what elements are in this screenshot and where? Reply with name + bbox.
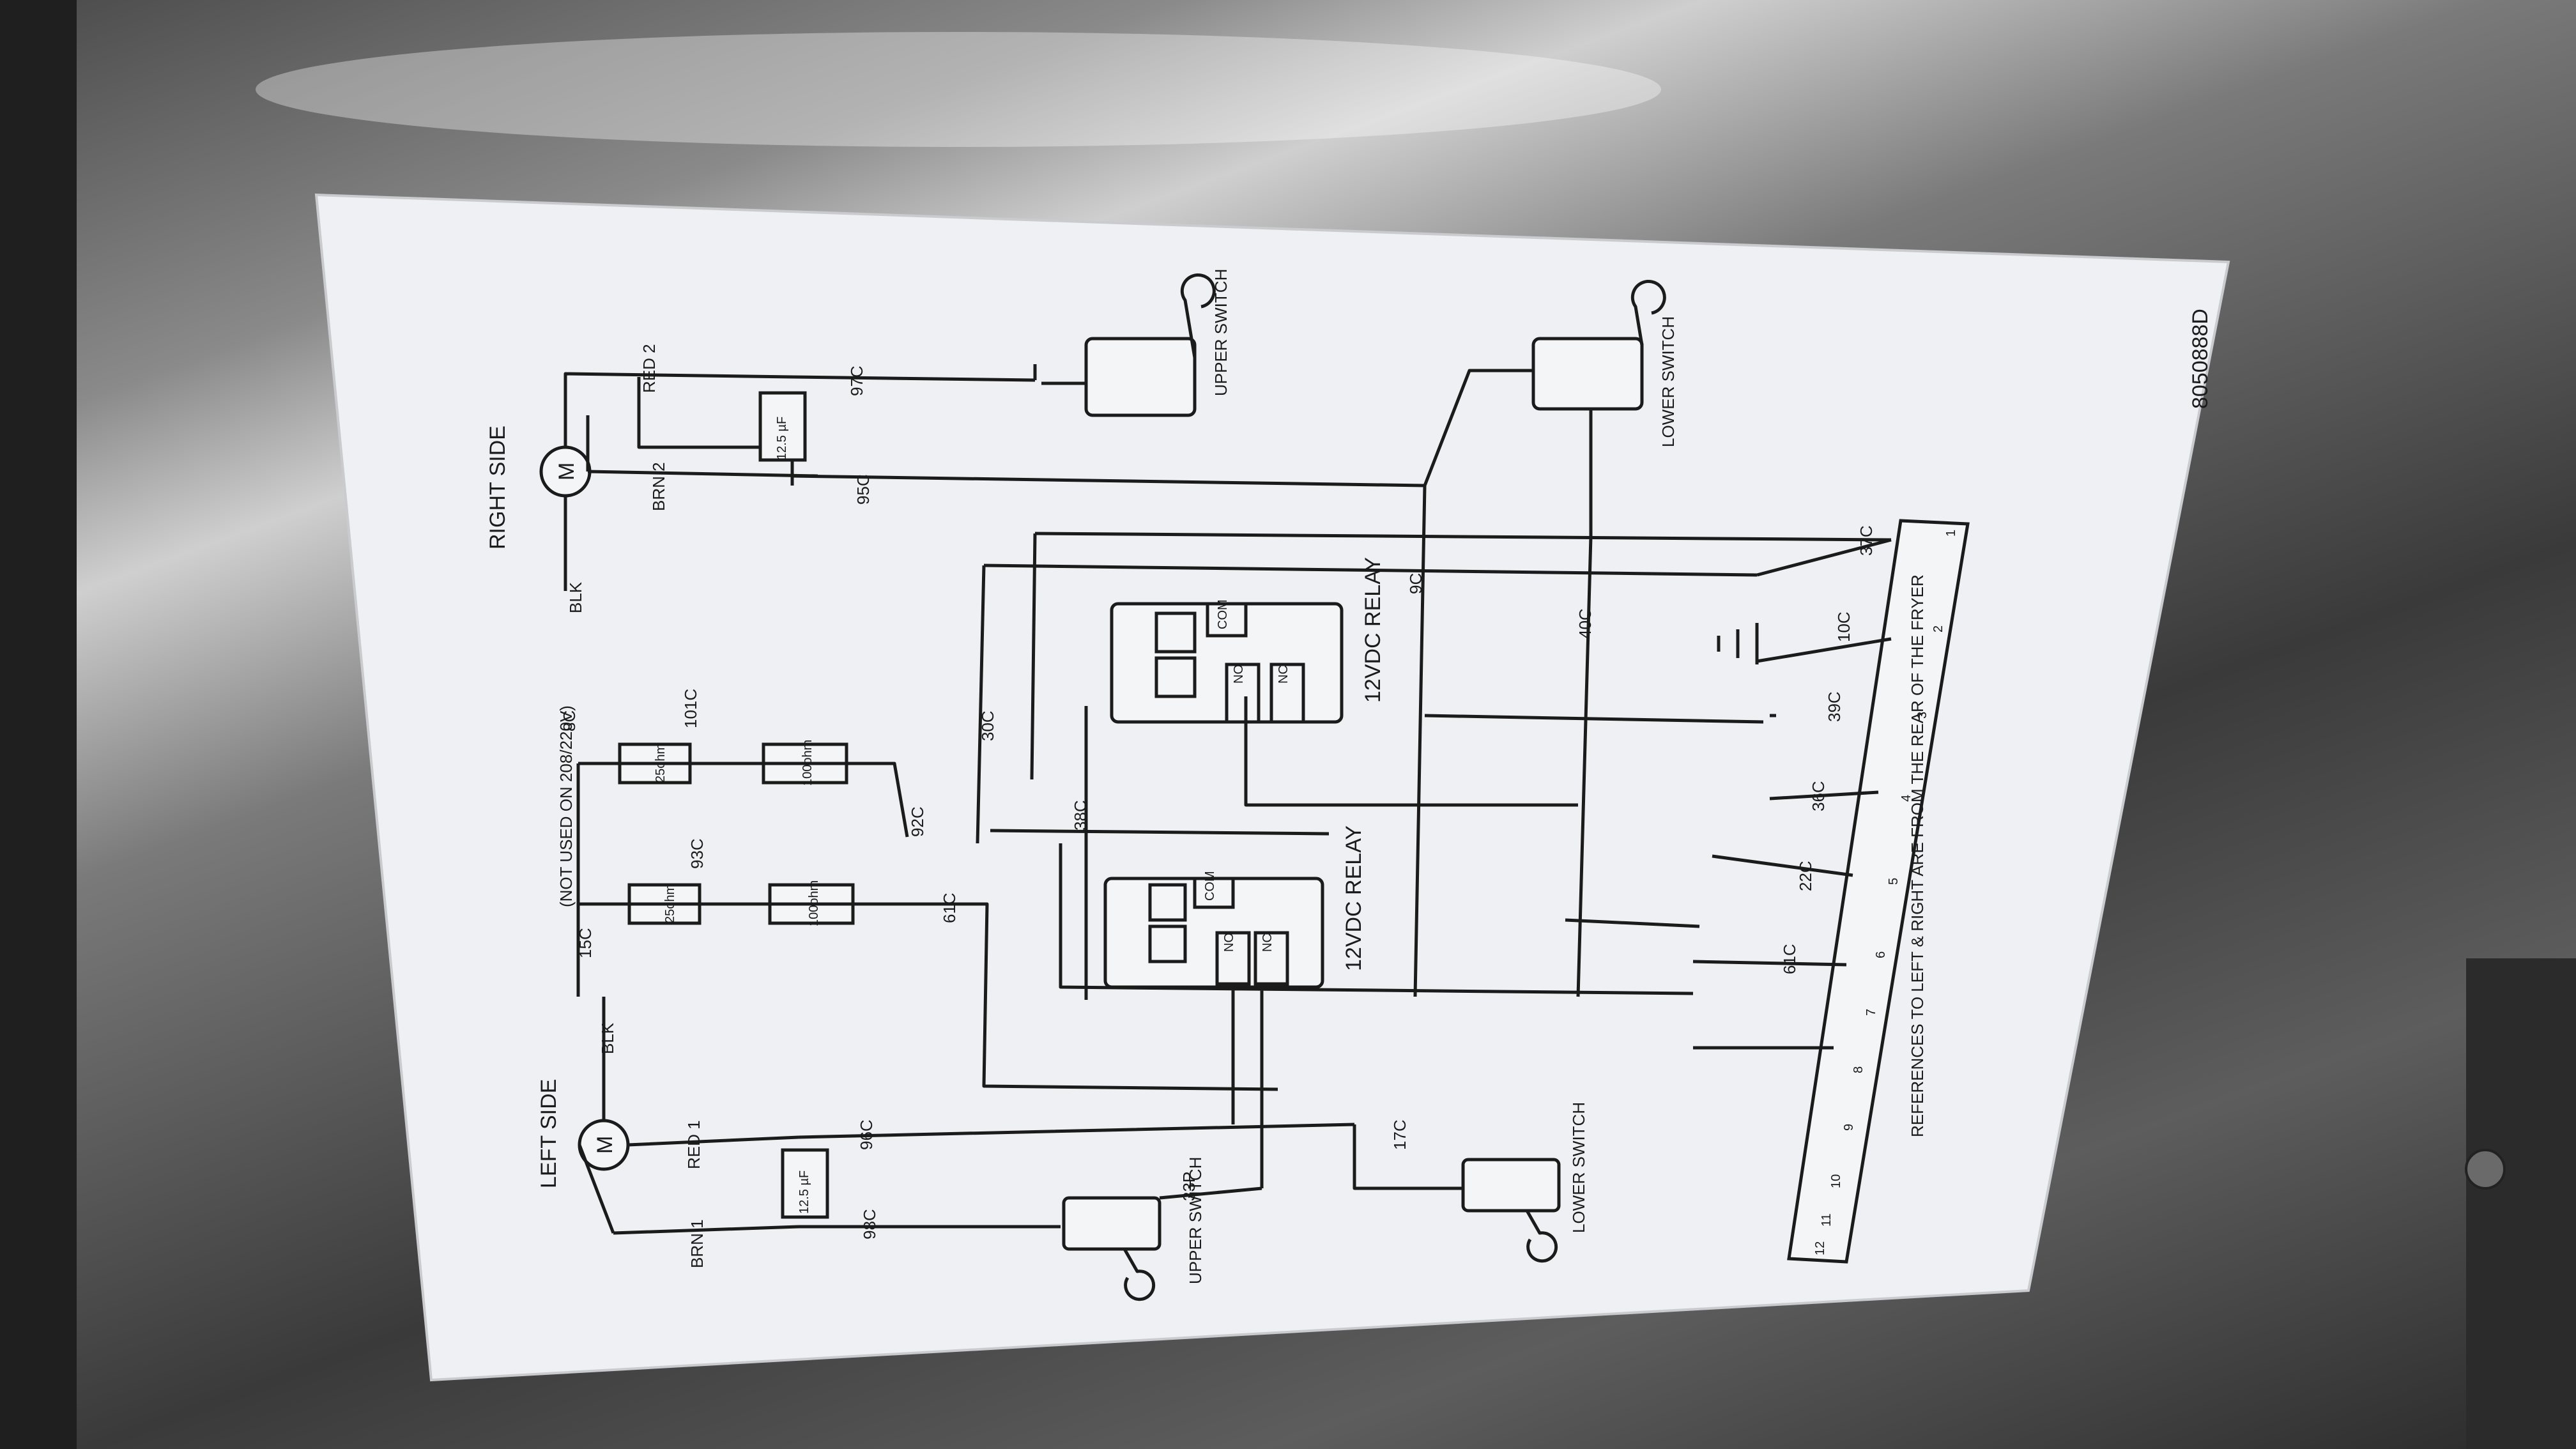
upper-right-switch [1041,273,1216,417]
left-side-label: LEFT SIDE [537,1079,561,1188]
resistor-25-bottom: 25ohm [663,884,677,923]
lower-relay-label: 12VDC RELAY [1342,825,1366,971]
resistor-100-bottom: 100ohm [807,880,821,926]
right-side-label: RIGHT SIDE [486,425,510,549]
wire-8c-label: 8C [560,710,579,732]
wire-17c-label: 17C [1390,1119,1409,1150]
wire-10c-label: 10C [1834,611,1853,642]
blk-label-left: BLK [598,1022,617,1054]
terminal-6: 6 [1874,951,1888,958]
wire-96c-label: 96C [857,1119,876,1150]
wire-98c-label: 98C [860,1209,879,1239]
screw-head [2465,1149,2506,1190]
right-motor-label: M [555,463,579,480]
lower-relay-nc: NC [1261,933,1275,952]
red1-label: RED 1 [684,1120,703,1169]
wire-61c-label: 61C [940,893,959,923]
wire-30c-label: 30C [978,710,997,741]
wire-9c-label: 9C [1406,573,1425,594]
upper-left-switch [1062,1186,1262,1301]
terminal-12: 12 [1813,1241,1827,1255]
lower-relay-no: NO [1222,933,1236,952]
lower-relay [1059,843,1694,1188]
upper-switch-left-label: UPPER SWITCH [1186,1157,1205,1284]
upper-relay-label: 12VDC RELAY [1361,557,1385,703]
not-used-note: (NOT USED ON 208/220V) [556,705,576,907]
wire-36c-label: 36C [1809,781,1828,811]
wire-61c-term-label: 61C [1780,944,1799,974]
glare [256,32,1661,147]
left-motor-circuit [578,997,1355,1235]
wire-39c-label: 39C [1825,691,1844,722]
wire-95c-label: 95C [854,474,873,505]
text-labels: RIGHT SIDE LEFT SIDE M M RED 2 BRN 2 RED… [486,269,2212,1284]
wire-97c-label: 97C [847,365,866,396]
right-capacitor [758,391,807,462]
appliance-left-edge [0,0,77,1449]
wire-15c-label: 15C [576,928,595,958]
resistor-25-top: 25ohm [654,744,668,783]
wire-33p-label: 33P [1179,1172,1199,1201]
diagram-sheet [314,193,2230,1382]
wire-22c-label: 22C [1796,861,1815,891]
resistor-100-top: 100ohm [801,740,815,786]
left-motor-label: M [593,1136,617,1154]
red2-label: RED 2 [640,344,659,393]
right-motor-circuit [539,364,1425,591]
left-cap-value: 12.5 µF [797,1170,811,1214]
lower-left-switch [1353,1124,1561,1263]
terminal-block [1424,519,1970,1264]
upper-relay-no: NO [1232,664,1246,684]
terminal-11: 11 [1820,1213,1834,1227]
upper-switch-right-label: UPPER SWITCH [1211,269,1230,396]
wire-101c-label: 101C [681,689,700,728]
lower-right-switch [1423,279,1666,537]
wire-37c-label: 37C [1857,525,1876,556]
terminal-3: 3 [1915,712,1929,719]
terminal-1: 1 [1944,530,1958,537]
terminal-5: 5 [1887,878,1901,885]
terminal-9: 9 [1842,1124,1856,1131]
wire-40c-label: 40C [1575,608,1595,639]
references-note: REFERENCES TO LEFT & RIGHT ARE FROM THE … [1908,574,1927,1137]
resistor-network [576,742,1330,1091]
lower-switch-right-label: LOWER SWITCH [1659,316,1678,447]
lower-switch-left-label: LOWER SWITCH [1569,1102,1588,1233]
terminal-2: 2 [1931,625,1945,632]
terminal-numbers: 1 2 3 4 5 6 7 8 9 10 11 12 [1813,530,1958,1255]
blk-label-right: BLK [566,581,585,613]
wire-93c-label: 93C [687,838,707,869]
terminal-4: 4 [1899,795,1913,802]
terminal-7: 7 [1864,1009,1878,1016]
brn1-label: BRN 1 [687,1219,707,1268]
upper-relay [1084,602,1578,1000]
appliance-right-edge [2466,958,2576,1449]
right-cap-value: 12.5 µF [775,417,789,460]
upper-relay-nc: NC [1276,665,1291,684]
part-number: 8050888D [2188,309,2212,409]
terminal-10: 10 [1829,1174,1843,1188]
left-capacitor [781,1148,829,1219]
terminal-8: 8 [1851,1066,1866,1073]
brn2-label: BRN 2 [649,462,668,511]
upper-relay-com: COM [1216,599,1230,629]
wire-92c-label: 92C [908,806,927,837]
lower-relay-com: COM [1203,871,1217,901]
wire-38c-label: 38C [1071,800,1090,831]
